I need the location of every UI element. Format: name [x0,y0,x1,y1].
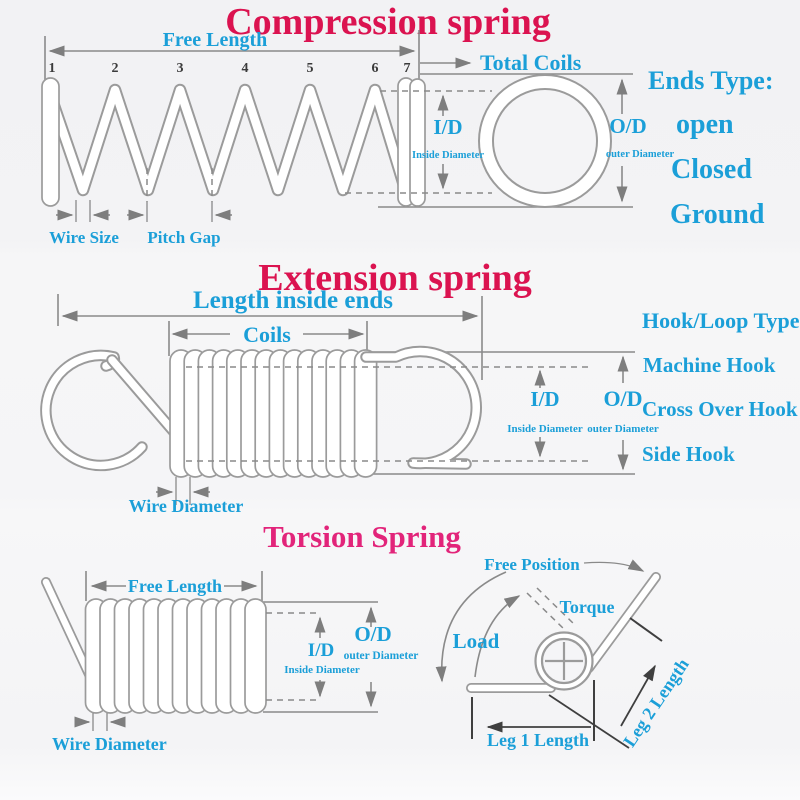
torsion-od-label: O/D [354,622,391,646]
extension-length-inside-ends-label: Length inside ends [193,287,393,314]
torsion-free-position-label: Free Position [484,555,580,574]
coil-number: 1 [49,61,56,76]
compression-total-coils-label: Total Coils [480,50,582,75]
extension-id-sub-label: Inside Diameter [507,423,583,435]
extension-spring-drawing [40,345,482,478]
extension-od-sub-label: outer Diameter [587,423,659,435]
compression-id-label: I/D [433,115,462,139]
torsion-title: Torsion Spring [263,519,461,554]
extension-od-label: O/D [603,386,642,411]
compression-id-sub-label: Inside Diameter [412,150,484,161]
extension-length-measure [57,294,483,380]
compression-wire-size-measure [56,200,110,222]
hook-type-crossover: Cross Over Hook [642,397,798,421]
coil-number: 2 [112,61,119,76]
coil-number: 7 [404,61,411,76]
compression-free-length-label: Free Length [163,29,268,51]
extension-section: Extension spring Length inside ends Coil… [40,257,800,516]
compression-title: Compression spring [225,1,551,43]
torsion-id-sub-label: Inside Diameter [284,664,360,676]
ends-type-open: open [676,109,734,140]
torsion-free-length-label: Free Length [128,576,222,596]
extension-title: Extension spring [258,257,531,299]
ends-type-ground: Ground [670,199,765,230]
compression-coil-cross-section [478,74,612,208]
compression-spring-drawing [41,77,426,207]
extension-coils-label: Coils [243,322,291,347]
compression-free-length-measure [44,30,420,80]
compression-section: Compression spring Free Length 1 2 3 4 5… [41,1,773,247]
compression-pitch-gap-label: Pitch Gap [147,228,220,247]
coil-number: 5 [307,61,314,76]
torsion-wire-diameter-label: Wire Diameter [52,734,167,754]
extension-id-label: I/D [530,387,559,411]
torsion-torque-label: Torque [559,597,614,617]
torsion-load-label: Load [453,629,500,653]
torsion-id-label: I/D [308,640,334,661]
torsion-section: Torsion Spring Free Length [41,519,693,754]
coil-number: 3 [177,61,184,76]
torsion-end-view-diagram [435,559,663,749]
hook-type-side: Side Hook [642,442,735,466]
extension-hook-heading: Hook/Loop Type: [642,308,800,333]
torsion-free-length-measure [85,571,263,601]
torsion-wire-diameter-measure [74,713,126,731]
torsion-leg2-label: Leg 2 Length [619,655,693,751]
compression-wire-size-label: Wire Size [49,228,119,247]
compression-od-sub-label: outer Diameter [606,149,675,160]
coil-number: 4 [242,61,249,76]
compression-pitch-gap-measure [127,168,232,222]
extension-wire-diameter-label: Wire Diameter [129,496,244,516]
compression-ends-heading: Ends Type: [648,66,773,95]
compression-coil-numbers: 1 2 3 4 5 6 7 [49,61,411,76]
torsion-spring-drawing [41,577,267,714]
torsion-od-sub-label: outer Diameter [344,650,419,662]
ends-type-closed: Closed [671,154,752,185]
compression-od-label: O/D [609,114,646,138]
coil-number: 6 [372,61,379,76]
extension-wire-diameter-measure [156,477,210,505]
hook-type-machine: Machine Hook [643,353,776,377]
torsion-leg1-label: Leg 1 Length [487,730,589,750]
